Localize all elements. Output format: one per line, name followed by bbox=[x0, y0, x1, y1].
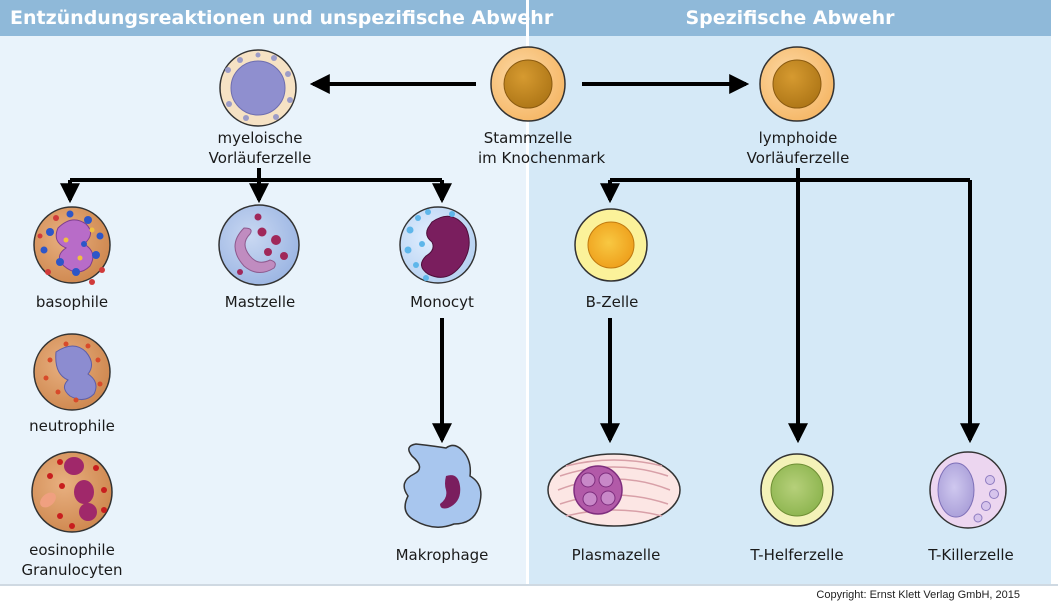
arrows bbox=[60, 74, 980, 444]
eosinophile-label-line2: Granulocyten bbox=[21, 561, 123, 579]
neutrophile-label: neutrophile bbox=[29, 417, 115, 435]
plasmazelle-label: Plasmazelle bbox=[571, 546, 661, 564]
lymphoid-progenitor-label: lymphoide Vorläuferzelle bbox=[738, 128, 858, 168]
bzelle-label: B-Zelle bbox=[585, 293, 639, 311]
myeloid-label-line2: Vorläuferzelle bbox=[208, 149, 312, 167]
eosinophile-icon bbox=[31, 451, 113, 533]
myeloid-label-line1: myeloische bbox=[217, 129, 303, 147]
lymphoid-progenitor-icon bbox=[759, 46, 835, 122]
tkiller-label: T-Killerzelle bbox=[928, 546, 1014, 564]
myeloid-progenitor-icon bbox=[219, 49, 297, 127]
stem-cell-label-line1: Stammzelle bbox=[483, 129, 573, 147]
left-header-title: Entzündungsreaktionen und unspezifische … bbox=[10, 7, 554, 29]
lymphoid-label-line2: Vorläuferzelle bbox=[746, 149, 850, 167]
eosinophile-label: eosinophile Granulocyten bbox=[12, 540, 132, 580]
tkiller-icon bbox=[929, 451, 1007, 529]
stem-cell-icon bbox=[490, 46, 566, 122]
bzelle-icon bbox=[574, 208, 648, 282]
right-header-bar bbox=[529, 0, 1051, 36]
monocyt-label: Monocyt bbox=[410, 293, 474, 311]
basophile-icon bbox=[33, 206, 111, 285]
thelfer-label: T-Helferzelle bbox=[750, 546, 844, 564]
right-header-title: Spezifische Abwehr bbox=[685, 7, 895, 29]
thelfer-icon bbox=[760, 453, 834, 527]
mastzelle-icon bbox=[218, 204, 300, 286]
stem-cell-label: Stammzelle im Knochenmark bbox=[478, 128, 606, 168]
lymphoid-label-line1: lymphoide bbox=[758, 129, 838, 147]
eosinophile-label-line1: eosinophile bbox=[29, 541, 115, 559]
monocyt-icon bbox=[399, 206, 477, 284]
makrophage-icon bbox=[403, 443, 482, 528]
basophile-label: basophile bbox=[35, 293, 109, 311]
copyright-notice: Copyright: Ernst Klett Verlag GmbH, 2015 bbox=[816, 589, 1020, 601]
plasmazelle-icon bbox=[547, 453, 681, 527]
myeloid-progenitor-label: myeloische Vorläuferzelle bbox=[200, 128, 320, 168]
neutrophile-icon bbox=[33, 333, 111, 411]
mastzelle-label: Mastzelle bbox=[224, 293, 296, 311]
stem-cell-label-line2: im Knochenmark bbox=[478, 149, 606, 167]
left-header-bar bbox=[0, 0, 526, 36]
makrophage-label: Makrophage bbox=[395, 546, 489, 564]
